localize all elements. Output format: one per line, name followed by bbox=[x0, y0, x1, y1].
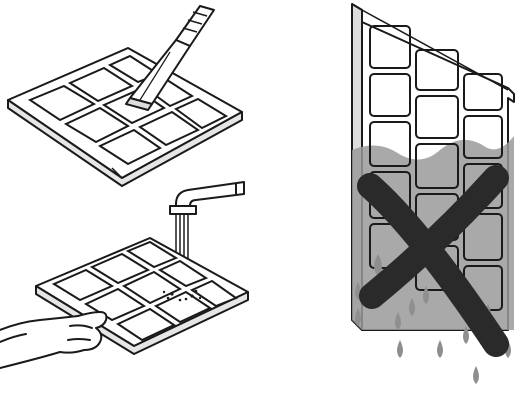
filter-grid-top bbox=[30, 56, 226, 164]
tap-rinsing-panel bbox=[0, 182, 248, 368]
vacuum-cleaning-panel bbox=[8, 6, 242, 186]
hand-icon bbox=[0, 312, 106, 368]
full-immersion-panel bbox=[352, 4, 514, 384]
water-tap-icon bbox=[170, 182, 244, 214]
